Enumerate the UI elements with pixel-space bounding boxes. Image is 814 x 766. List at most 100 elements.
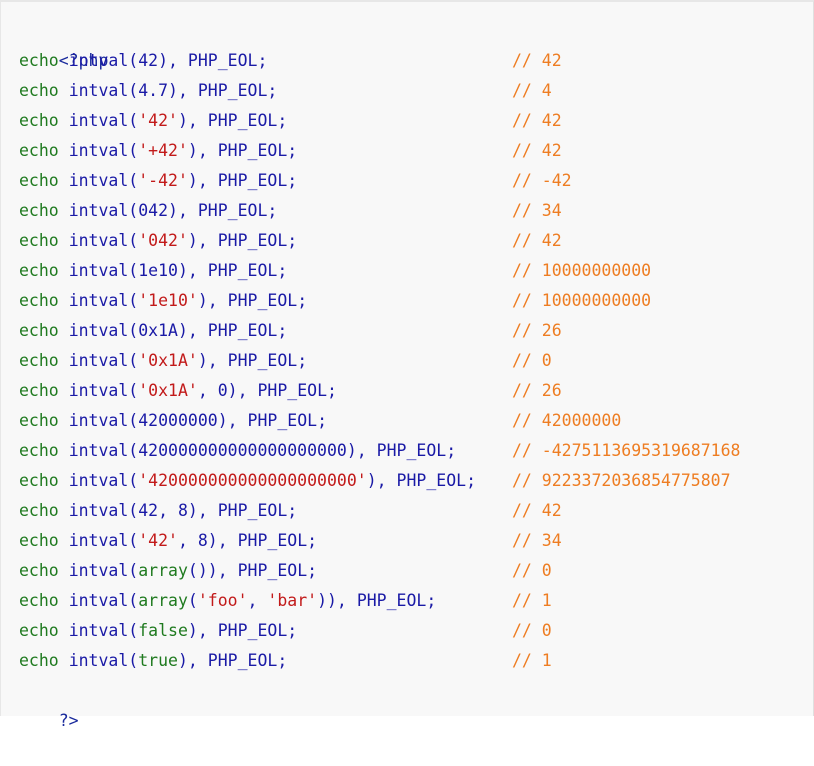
whitespace-token bbox=[59, 441, 69, 460]
code-line: echo intval(array()), PHP_EOL;// 0 bbox=[19, 556, 813, 586]
constant-token: PHP_EOL bbox=[207, 321, 278, 340]
punctuation-token: ( bbox=[128, 591, 139, 610]
keyword-token: echo bbox=[19, 381, 59, 400]
punctuation-token: ( bbox=[187, 591, 198, 610]
punctuation-token: () bbox=[187, 561, 208, 580]
punctuation-token: ( bbox=[128, 561, 139, 580]
whitespace-token bbox=[59, 51, 69, 70]
code-statement: echo intval(array()), PHP_EOL; bbox=[19, 561, 317, 580]
whitespace-token bbox=[59, 81, 69, 100]
constant-token: PHP_EOL bbox=[187, 51, 258, 70]
code-line: echo intval(array('foo', 'bar')), PHP_EO… bbox=[19, 586, 813, 616]
punctuation-token: ( bbox=[128, 381, 139, 400]
keyword-token: echo bbox=[19, 291, 59, 310]
constant-token: PHP_EOL bbox=[197, 201, 268, 220]
whitespace-token bbox=[59, 261, 69, 280]
code-line-close-tag: ?> bbox=[19, 676, 813, 730]
function-name-token: intval bbox=[68, 471, 129, 490]
code-statement: echo intval('0x1A'), PHP_EOL; bbox=[19, 351, 307, 370]
keyword-token: echo bbox=[19, 531, 59, 550]
code-statement: echo intval('42'), PHP_EOL; bbox=[19, 111, 287, 130]
constant-token: PHP_EOL bbox=[237, 561, 308, 580]
punctuation-token: ), bbox=[197, 351, 228, 370]
keyword-token: echo bbox=[19, 81, 59, 100]
constant-token: PHP_EOL bbox=[217, 141, 288, 160]
function-name-token: intval bbox=[68, 51, 129, 70]
whitespace-token bbox=[59, 201, 69, 220]
string-literal-token: '420000000000000000000' bbox=[138, 471, 367, 490]
punctuation-token: ; bbox=[277, 111, 288, 130]
whitespace-token bbox=[59, 411, 69, 430]
keyword-token: echo bbox=[19, 591, 59, 610]
punctuation-token: ), bbox=[177, 111, 208, 130]
whitespace-token bbox=[59, 531, 69, 550]
punctuation-token: ( bbox=[128, 651, 139, 670]
code-statement: echo intval('+42'), PHP_EOL; bbox=[19, 141, 297, 160]
code-line: echo intval('1e10'), PHP_EOL;// 10000000… bbox=[19, 286, 813, 316]
function-name-token: intval bbox=[68, 141, 129, 160]
keyword-token: echo bbox=[19, 201, 59, 220]
code-statement: echo intval(1e10), PHP_EOL; bbox=[19, 261, 287, 280]
keyword-token: true bbox=[138, 651, 178, 670]
keyword-token: false bbox=[138, 621, 188, 640]
code-statement: echo intval('042'), PHP_EOL; bbox=[19, 231, 297, 250]
function-name-token: intval bbox=[68, 561, 129, 580]
punctuation-token: ( bbox=[128, 501, 139, 520]
code-comment: // 9223372036854775807 bbox=[512, 471, 731, 490]
punctuation-token: ), bbox=[187, 141, 218, 160]
punctuation-token: ( bbox=[128, 141, 139, 160]
string-literal-token: 'foo' bbox=[197, 591, 248, 610]
whitespace-token bbox=[59, 381, 69, 400]
punctuation-token: ( bbox=[128, 411, 139, 430]
punctuation-token: ; bbox=[297, 351, 308, 370]
code-statement: echo intval(42, 8), PHP_EOL; bbox=[19, 501, 297, 520]
keyword-token: echo bbox=[19, 501, 59, 520]
constant-token: PHP_EOL bbox=[217, 501, 288, 520]
string-literal-token: 'bar' bbox=[267, 591, 318, 610]
punctuation-token: ( bbox=[128, 291, 139, 310]
constant-token: PHP_EOL bbox=[197, 81, 268, 100]
code-statement: echo intval(420000000000000000000), PHP_… bbox=[19, 441, 456, 460]
punctuation-token: ( bbox=[128, 111, 139, 130]
whitespace-token bbox=[59, 561, 69, 580]
code-comment: // 42 bbox=[512, 141, 562, 160]
php-open-tag: <?php bbox=[58, 51, 109, 70]
punctuation-token: ), bbox=[187, 501, 218, 520]
punctuation-token: ), bbox=[207, 561, 238, 580]
code-line: echo intval(042), PHP_EOL;// 34 bbox=[19, 196, 813, 226]
constant-token: PHP_EOL bbox=[217, 171, 288, 190]
punctuation-token: ( bbox=[128, 231, 139, 250]
punctuation-token: ), bbox=[207, 531, 238, 550]
function-name-token: intval bbox=[68, 351, 129, 370]
whitespace-token bbox=[59, 501, 69, 520]
code-comment: // 4 bbox=[512, 81, 552, 100]
punctuation-token: ; bbox=[426, 591, 437, 610]
code-statement: echo intval(true), PHP_EOL; bbox=[19, 651, 287, 670]
code-line: echo intval(0x1A), PHP_EOL;// 26 bbox=[19, 316, 813, 346]
code-line: echo intval('0x1A', 0), PHP_EOL;// 26 bbox=[19, 376, 813, 406]
punctuation-token: ), bbox=[327, 591, 357, 610]
code-comment: // 34 bbox=[512, 531, 562, 550]
code-line: echo intval(4.7), PHP_EOL; // 4 bbox=[19, 76, 813, 106]
code-line: echo intval('-42'), PHP_EOL;// -42 bbox=[19, 166, 813, 196]
punctuation-token: ; bbox=[287, 501, 298, 520]
function-name-token: intval bbox=[68, 291, 129, 310]
code-line: echo intval(1e10), PHP_EOL;// 1000000000… bbox=[19, 256, 813, 286]
function-name-token: intval bbox=[68, 111, 129, 130]
code-line: echo intval(42000000), PHP_EOL;// 420000… bbox=[19, 406, 813, 436]
whitespace-token bbox=[59, 591, 69, 610]
number-literal-token: 1e10 bbox=[138, 261, 178, 280]
function-name-token: intval bbox=[68, 651, 129, 670]
whitespace-token bbox=[59, 471, 69, 490]
punctuation-token: ; bbox=[257, 51, 268, 70]
punctuation-token: ; bbox=[307, 561, 318, 580]
function-name-token: intval bbox=[68, 501, 129, 520]
code-statement: echo intval(array('foo', 'bar')), PHP_EO… bbox=[19, 591, 436, 610]
number-literal-token: 420000000000000000000 bbox=[138, 441, 347, 460]
code-comment: // 1 bbox=[512, 651, 552, 670]
punctuation-token: ; bbox=[466, 471, 477, 490]
code-statement: echo intval(4.7), PHP_EOL; bbox=[19, 81, 277, 100]
code-comment: // 42 bbox=[512, 231, 562, 250]
code-statement: echo intval(0x1A), PHP_EOL; bbox=[19, 321, 287, 340]
